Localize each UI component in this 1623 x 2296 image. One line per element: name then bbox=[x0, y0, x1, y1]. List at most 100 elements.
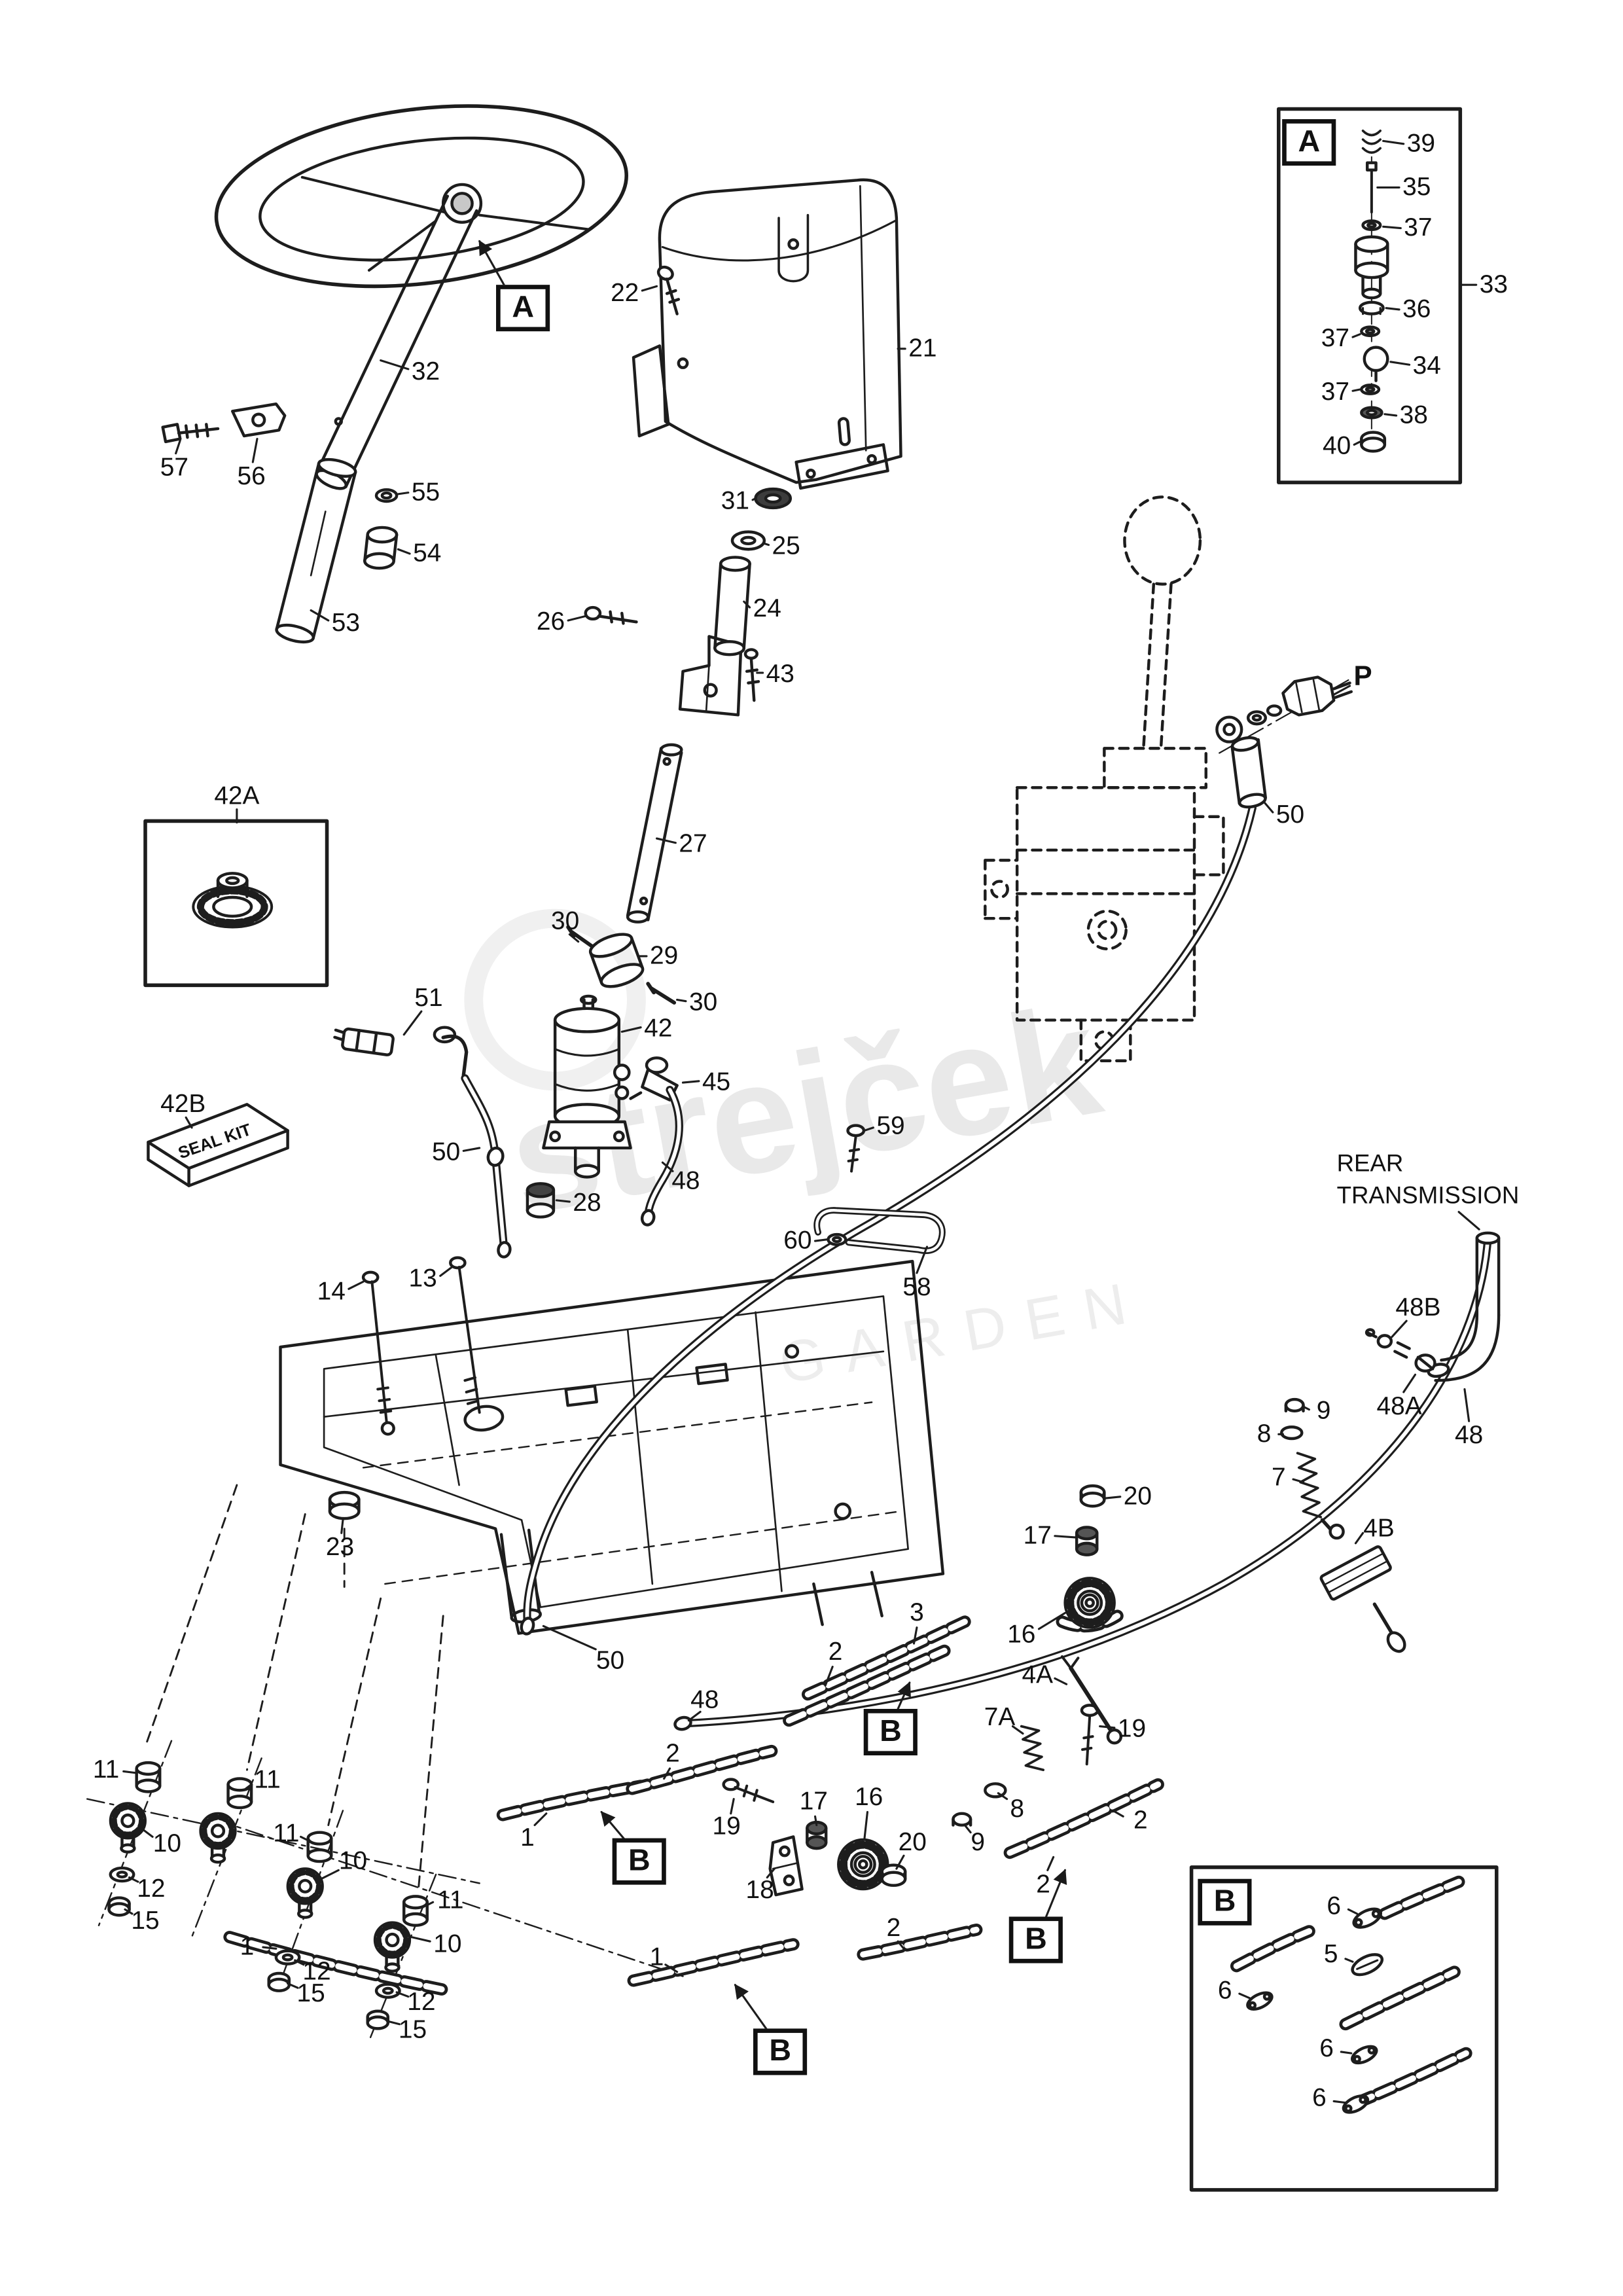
leader-lines bbox=[122, 139, 1478, 2104]
leader-line bbox=[1332, 2100, 1347, 2104]
part-callout-42: 42 bbox=[644, 1013, 673, 1043]
leader-line bbox=[478, 240, 507, 289]
leader-line bbox=[751, 497, 757, 501]
leader-line bbox=[1354, 1532, 1364, 1545]
part-callout-50: 50 bbox=[596, 1645, 625, 1675]
leader-line bbox=[676, 998, 687, 1003]
part-callout-32: 32 bbox=[411, 356, 440, 386]
part-callout-4B: 4B bbox=[1363, 1513, 1395, 1543]
part-callout-8: 8 bbox=[1010, 1793, 1024, 1823]
part-callout-42A: 42A bbox=[214, 780, 260, 810]
part-callout-53: 53 bbox=[331, 607, 361, 637]
part-callout-10: 10 bbox=[433, 1928, 462, 1958]
view-label-B: B bbox=[863, 1708, 918, 1756]
leader-line bbox=[620, 1026, 642, 1033]
part-callout-9: 9 bbox=[971, 1827, 986, 1856]
leader-line bbox=[1340, 2051, 1353, 2054]
seal-kit-package: SEAL KIT bbox=[147, 1103, 289, 1187]
leader-line bbox=[567, 615, 587, 622]
leader-line bbox=[997, 1792, 1008, 1801]
leader-line bbox=[743, 600, 751, 609]
part-callout-11: 11 bbox=[437, 1885, 464, 1914]
part-callout-40: 40 bbox=[1322, 430, 1351, 460]
nut-23 bbox=[328, 1490, 361, 1520]
leader-line bbox=[124, 1908, 134, 1915]
leader-line bbox=[600, 1810, 626, 1841]
part-callout-17: 17 bbox=[799, 1786, 828, 1816]
part-callout-1: 1 bbox=[240, 1931, 255, 1961]
part-callout-2: 2 bbox=[1036, 1869, 1050, 1899]
leader-line bbox=[1112, 1809, 1124, 1818]
leader-line bbox=[897, 1681, 911, 1710]
part-callout-11: 11 bbox=[273, 1818, 300, 1848]
part-callout-31: 31 bbox=[721, 486, 750, 515]
part-callout-48: 48 bbox=[690, 1684, 719, 1714]
part-callout-15: 15 bbox=[296, 1978, 325, 2007]
p-fitting-group bbox=[1213, 675, 1353, 809]
leader-line bbox=[1105, 1496, 1122, 1499]
leader-line bbox=[348, 1280, 365, 1290]
leader-line bbox=[294, 1959, 305, 1966]
leader-line bbox=[122, 1770, 137, 1774]
part-callout-20: 20 bbox=[898, 1827, 927, 1856]
part-callout-18: 18 bbox=[745, 1874, 774, 1905]
leader-line bbox=[175, 439, 181, 455]
part-callout-17: 17 bbox=[1023, 1520, 1052, 1550]
leader-line bbox=[300, 1835, 311, 1842]
part-callout-10: 10 bbox=[152, 1828, 181, 1857]
leader-line bbox=[687, 1710, 702, 1722]
leader-line bbox=[1391, 1319, 1408, 1338]
leader-line bbox=[912, 1626, 918, 1645]
leader-line bbox=[1238, 1992, 1251, 2000]
part-callout-20: 20 bbox=[1123, 1480, 1152, 1511]
part-callout-2: 2 bbox=[666, 1738, 680, 1768]
part-callout-39: 39 bbox=[1406, 128, 1435, 158]
leader-line bbox=[542, 1624, 597, 1651]
leader-line bbox=[139, 1827, 154, 1838]
leader-line bbox=[1463, 1388, 1471, 1422]
rear-transmission-elbow bbox=[1364, 1211, 1501, 1382]
part-callout-6: 6 bbox=[1217, 1975, 1232, 2005]
part-callout-8: 8 bbox=[1257, 1418, 1272, 1448]
view-label-B: B bbox=[753, 2028, 808, 2075]
leader-line bbox=[1302, 1405, 1310, 1411]
leader-line bbox=[397, 548, 411, 555]
leader-line bbox=[462, 1147, 481, 1152]
part-callout-36: 36 bbox=[1402, 294, 1431, 323]
leader-line bbox=[395, 1991, 410, 1998]
part-callout-51: 51 bbox=[414, 982, 443, 1012]
leader-line bbox=[317, 1869, 340, 1882]
part-callout-48: 48 bbox=[671, 1166, 700, 1195]
leader-line bbox=[387, 2020, 401, 2026]
leader-line bbox=[1382, 225, 1402, 230]
column-hardware bbox=[161, 402, 399, 570]
leader-line bbox=[128, 1876, 139, 1883]
column-lower-stack bbox=[584, 487, 793, 717]
part-callout-50: 50 bbox=[1275, 799, 1305, 829]
part-callout-21: 21 bbox=[908, 332, 937, 363]
part-callout-1: 1 bbox=[520, 1822, 535, 1852]
part-callout-29: 29 bbox=[650, 941, 679, 970]
leader-line bbox=[244, 1783, 253, 1790]
part-callout-4A: 4A bbox=[1022, 1660, 1053, 1689]
leader-line bbox=[410, 1935, 431, 1943]
part-callout-6: 6 bbox=[1319, 2033, 1334, 2063]
part-callout-37: 37 bbox=[1321, 376, 1349, 406]
part-callout-23: 23 bbox=[325, 1532, 355, 1562]
leader-line bbox=[663, 1767, 671, 1780]
leader-line bbox=[1383, 413, 1398, 417]
small-hardware-58-60 bbox=[813, 1124, 946, 1254]
part-callout-37: 37 bbox=[1321, 323, 1349, 352]
tensioner-right bbox=[1279, 1397, 1406, 1653]
part-callout-54: 54 bbox=[413, 538, 442, 567]
view-label-B: B bbox=[612, 1838, 667, 1885]
part-callout-60: 60 bbox=[783, 1225, 812, 1255]
leader-line bbox=[380, 359, 410, 370]
part-callout-15: 15 bbox=[398, 2014, 427, 2044]
part-callout-25: 25 bbox=[772, 530, 800, 560]
part-callout-6: 6 bbox=[1327, 1891, 1341, 1920]
part-callout-50: 50 bbox=[431, 1136, 461, 1166]
leader-line bbox=[1353, 440, 1361, 446]
steering-wheel bbox=[214, 104, 628, 289]
